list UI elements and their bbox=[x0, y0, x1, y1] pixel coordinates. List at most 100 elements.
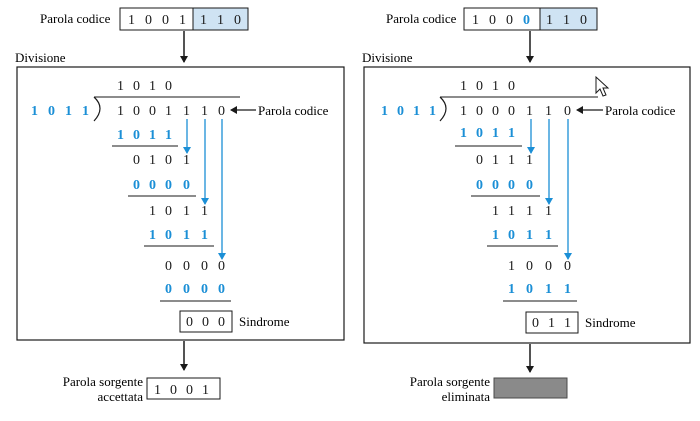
left-divisor-bit: 1 bbox=[82, 104, 89, 119]
right-codeword-tail-box bbox=[539, 7, 598, 31]
left-step2-bit: 0 bbox=[133, 178, 140, 193]
right-step4-bit: 1 bbox=[564, 282, 571, 297]
left-result-bit: 0 bbox=[170, 383, 177, 398]
left-quotient-bit: 1 bbox=[117, 79, 124, 94]
left-result-bit: 0 bbox=[186, 383, 193, 398]
left-dividend-bit: 1 bbox=[183, 104, 190, 119]
right-rem3-bit: 0 bbox=[545, 259, 552, 274]
left-result-label-line1: Parola sorgente bbox=[63, 374, 143, 389]
right-codeword-bit: 1 bbox=[472, 13, 479, 28]
right-syndrome-box bbox=[525, 311, 579, 334]
left-rem2-bit: 1 bbox=[183, 204, 190, 219]
left-rem1-bit: 1 bbox=[149, 153, 156, 168]
left-quotient-bit: 0 bbox=[133, 79, 140, 94]
left-divisor-bit: 1 bbox=[65, 104, 72, 119]
left-syndrome-bit: 0 bbox=[186, 315, 193, 330]
left-division-bracket bbox=[93, 96, 101, 122]
left-rem1-bit: 0 bbox=[165, 153, 172, 168]
left-rem2-bit: 0 bbox=[165, 204, 172, 219]
left-result-bit: 1 bbox=[154, 383, 161, 398]
left-step1-bit: 1 bbox=[149, 128, 156, 143]
right-quotient-bit: 0 bbox=[508, 79, 515, 94]
left-step3-bit: 0 bbox=[165, 228, 172, 243]
right-step2-bit: 0 bbox=[526, 178, 533, 193]
right-step3-bit: 0 bbox=[508, 228, 515, 243]
right-step3-bit: 1 bbox=[545, 228, 552, 243]
right-codeword-bit: 0 bbox=[580, 13, 587, 28]
right-codeword-label: Parola codice bbox=[386, 11, 457, 26]
right-quotient-bit: 1 bbox=[492, 79, 499, 94]
left-codeword-bit: 0 bbox=[162, 13, 169, 28]
right-rem1-bit: 1 bbox=[508, 153, 515, 168]
right-step2-bit: 0 bbox=[492, 178, 499, 193]
right-step4-bit: 1 bbox=[545, 282, 552, 297]
left-dividend-bit: 1 bbox=[165, 104, 172, 119]
left-result-bit: 1 bbox=[202, 383, 209, 398]
right-dividend-bit: 0 bbox=[564, 104, 571, 119]
left-result-box bbox=[146, 377, 221, 400]
right-codeword-bit: 1 bbox=[563, 13, 570, 28]
right-syndrome-bit: 0 bbox=[532, 316, 539, 331]
right-panel: Parola codice 1 0 0 0 1 1 0 Divisione 1 … bbox=[362, 7, 691, 404]
right-divisor-bit: 0 bbox=[397, 104, 404, 119]
left-rem2-bit: 1 bbox=[149, 204, 156, 219]
right-rem1-bit: 1 bbox=[526, 153, 533, 168]
right-dividend-bit: 0 bbox=[508, 104, 515, 119]
left-codeword-bit: 1 bbox=[200, 13, 207, 28]
right-quotient-bit: 1 bbox=[460, 79, 467, 94]
right-divisor-bit: 1 bbox=[429, 104, 436, 119]
left-codeword-bit: 0 bbox=[145, 13, 152, 28]
left-rem2-bit: 1 bbox=[201, 204, 208, 219]
left-codeword-bit: 1 bbox=[179, 13, 186, 28]
right-step2-bit: 0 bbox=[508, 178, 515, 193]
right-rem1-bit: 0 bbox=[476, 153, 483, 168]
left-syndrome-bit: 0 bbox=[218, 315, 225, 330]
right-division-bracket bbox=[439, 96, 447, 122]
left-step1-bit: 1 bbox=[165, 128, 172, 143]
right-rem1-bit: 1 bbox=[492, 153, 499, 168]
left-step3-bit: 1 bbox=[201, 228, 208, 243]
right-divisor-bit: 1 bbox=[413, 104, 420, 119]
left-step2-bit: 0 bbox=[149, 178, 156, 193]
left-quotient-bit: 0 bbox=[165, 79, 172, 94]
left-division-title: Divisione bbox=[15, 50, 66, 65]
right-division-box bbox=[363, 66, 691, 344]
right-step3-bit: 1 bbox=[526, 228, 533, 243]
right-step1-bit: 1 bbox=[492, 126, 499, 141]
right-step4-bit: 1 bbox=[508, 282, 515, 297]
right-step3-bit: 1 bbox=[492, 228, 499, 243]
left-rem3-bit: 0 bbox=[165, 259, 172, 274]
right-step4-bit: 0 bbox=[526, 282, 533, 297]
right-rem3-bit: 0 bbox=[526, 259, 533, 274]
left-step4-bit: 0 bbox=[183, 282, 190, 297]
right-syndrome-label: Sindrome bbox=[585, 315, 636, 330]
left-dividend-label: Parola codice bbox=[258, 103, 329, 118]
mouse-cursor-icon bbox=[595, 75, 610, 97]
left-rem1-bit: 1 bbox=[183, 153, 190, 168]
right-step1-bit: 1 bbox=[508, 126, 515, 141]
right-codeword-bit-changed: 0 bbox=[523, 13, 530, 28]
right-rem2-bit: 1 bbox=[545, 204, 552, 219]
left-rem3-bit: 0 bbox=[218, 259, 225, 274]
left-dividend-bit: 0 bbox=[218, 104, 225, 119]
right-dividend-label: Parola codice bbox=[605, 103, 676, 118]
left-result-label-line2: accettata bbox=[98, 389, 144, 404]
right-rem2-bit: 1 bbox=[508, 204, 515, 219]
left-rem3-bit: 0 bbox=[201, 259, 208, 274]
right-dividend-bit: 1 bbox=[545, 104, 552, 119]
right-quotient-bit: 0 bbox=[476, 79, 483, 94]
right-dividend-bit: 1 bbox=[460, 104, 467, 119]
left-divisor-bit: 0 bbox=[48, 104, 55, 119]
left-division-box bbox=[16, 66, 345, 341]
right-rem2-bit: 1 bbox=[492, 204, 499, 219]
left-dividend-bit: 0 bbox=[149, 104, 156, 119]
left-codeword-tail-box bbox=[192, 7, 249, 31]
left-step4-bit: 0 bbox=[201, 282, 208, 297]
right-step1-bit: 1 bbox=[460, 126, 467, 141]
right-result-discarded-box bbox=[493, 377, 568, 399]
left-codeword-bit: 1 bbox=[217, 13, 224, 28]
right-rem2-bit: 1 bbox=[526, 204, 533, 219]
left-syndrome-label: Sindrome bbox=[239, 314, 290, 329]
left-step1-bit: 1 bbox=[117, 128, 124, 143]
